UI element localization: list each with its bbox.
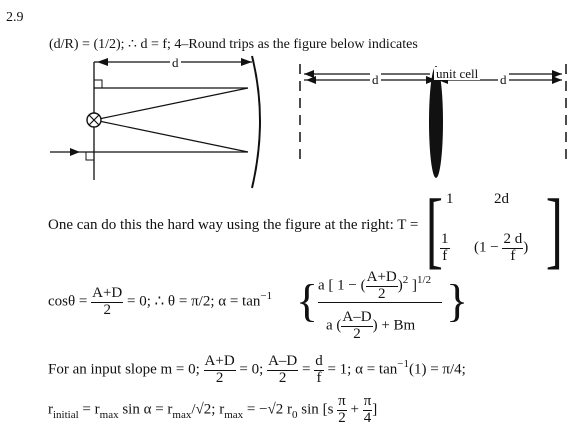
right-distance-label-left: d	[370, 72, 381, 87]
intro-line: (d/R) = (1/2); ∴ d = f; 4–Round trips as…	[49, 37, 418, 52]
alpha-expression: {	[296, 275, 319, 326]
left-distance-label: d	[170, 55, 181, 70]
alpha-close-brace: }	[446, 275, 469, 326]
matrix-intro: One can do this the hard way using the f…	[48, 217, 419, 233]
matrix-right-bracket: ]	[545, 181, 563, 277]
right-distance-label-right: d	[498, 72, 509, 87]
matrix-a12: 2d	[494, 191, 509, 207]
unit-cell-label: unit cell	[434, 66, 481, 81]
alpha-fraction-bar	[318, 302, 442, 303]
matrix-a11: 1	[446, 191, 454, 207]
matrix-left-bracket: [	[425, 181, 443, 277]
r-line: rinitial = rmax sin α = rmax/√2; rmax = …	[48, 393, 378, 426]
problem-number: 2.9	[6, 10, 24, 25]
